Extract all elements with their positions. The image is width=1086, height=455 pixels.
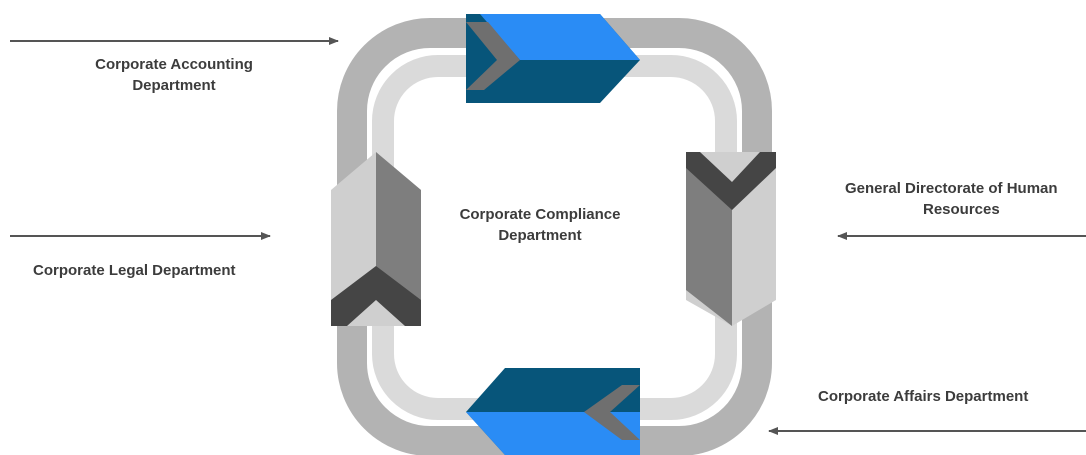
left-chevron xyxy=(331,152,421,326)
center-label-line1: Corporate Compliance xyxy=(459,206,621,223)
accounting-label-line1: Corporate Accounting xyxy=(95,56,253,73)
center-label-line2: Department xyxy=(498,227,582,244)
affairs-label: Corporate Affairs Department xyxy=(818,386,1028,407)
accounting-label: Corporate Accounting Department xyxy=(74,54,274,96)
hr-label-line2: Resources xyxy=(923,201,1000,218)
hr-label: General Directorate of Human Resources xyxy=(845,178,1086,220)
top-chevron xyxy=(466,14,640,103)
center-label: Corporate Compliance Department xyxy=(440,204,640,246)
right-chevron xyxy=(686,152,776,326)
affairs-label-text: Corporate Affairs Department xyxy=(818,388,1029,405)
legal-label: Corporate Legal Department xyxy=(33,260,236,281)
hr-label-line1: General Directorate of Human xyxy=(845,180,1058,197)
legal-label-text: Corporate Legal Department xyxy=(33,262,236,279)
accounting-label-line2: Department xyxy=(132,77,216,94)
bottom-chevron xyxy=(466,368,640,455)
